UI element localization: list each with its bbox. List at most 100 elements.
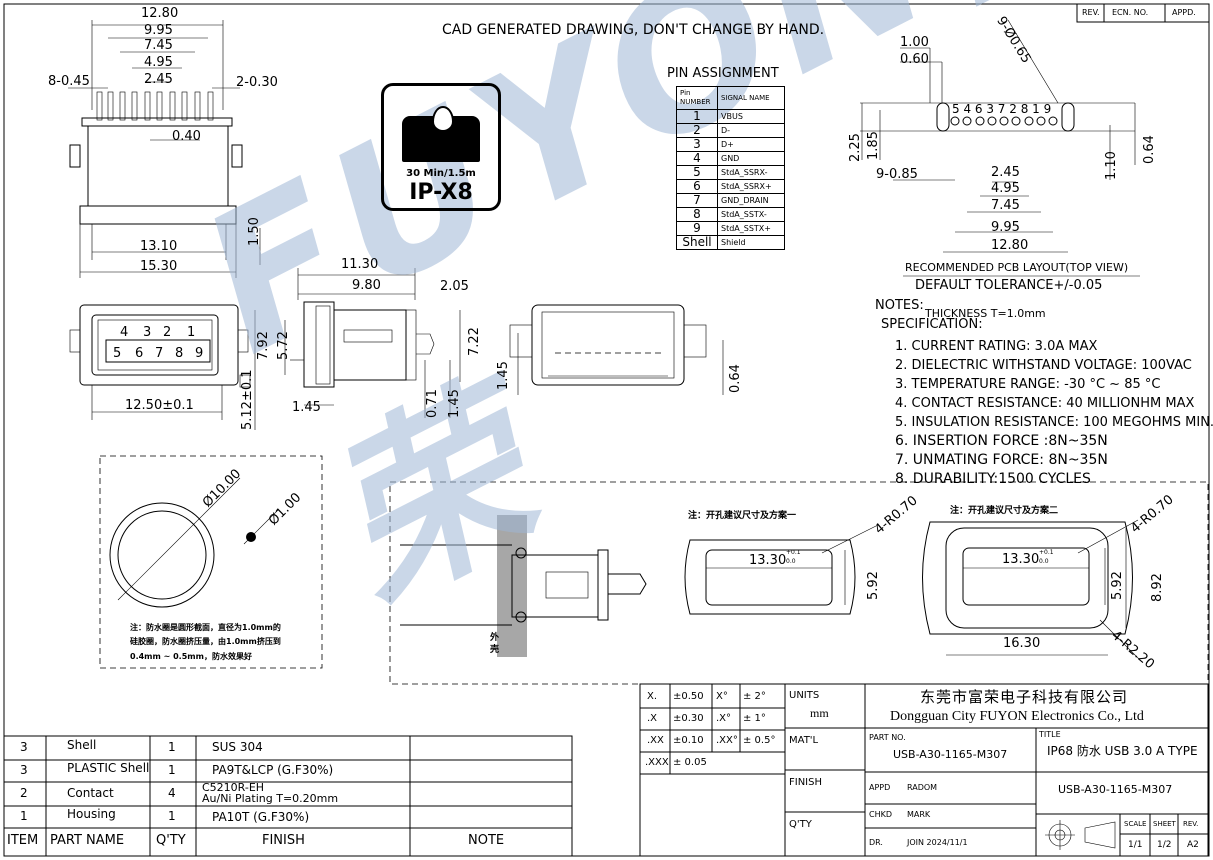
pin-table-header-pin: Pin NUMBER [676, 86, 718, 110]
ecn-col: ECN. NO. [1112, 8, 1149, 17]
scheme2-tol-dn: 0.0 [1039, 558, 1049, 565]
pcb-tolerance: DEFAULT TOLERANCE+/-0.05 [915, 278, 1103, 293]
pcb-title: RECOMMENDED PCB LAYOUT(TOP VIEW) [905, 261, 1129, 274]
matl-label: MAT'L [789, 735, 819, 746]
list-item: 2. DIELECTRIC WITHSTAND VOLTAGE: 100VAC [895, 358, 1192, 373]
scheme1-tol-dn: 0.0 [786, 558, 796, 565]
end-view [509, 304, 724, 395]
pcb-185: 1.85 [866, 131, 881, 160]
dim-top-495: 4.95 [144, 55, 173, 70]
scheme1-height: 5.92 [866, 571, 881, 600]
bom-finish-1: PA9T&LCP (G.F30%) [212, 763, 334, 777]
pcb-085: 9-0.85 [876, 167, 918, 182]
dim-040: 0.40 [172, 129, 201, 144]
scheme1-tol-up: +0.1 [786, 549, 801, 556]
pin-label-6: 6 [135, 346, 144, 361]
rev-label: REV. [1183, 820, 1199, 828]
badge-rating: 30 Min/1.5m [406, 168, 476, 179]
list-item: 8. DURABILITY:1500 CYCLES [895, 471, 1091, 487]
oring-note-2: 硅胶圈，防水圈挤压量，由1.0mm挤压到 [130, 637, 281, 646]
scheme2-title: 注：开孔建议尺寸及方案二 [950, 506, 1059, 516]
units-label: UNITS [789, 690, 820, 701]
bom-part-3: Housing [67, 807, 116, 821]
bom-part-2: Contact [67, 786, 114, 800]
dim-722: 7.22 [467, 327, 482, 356]
oring-note-3: 0.4mm ~ 0.5mm，防水效果好 [130, 652, 252, 661]
pcb-995: 9.95 [991, 220, 1020, 235]
part-no: USB-A30-1165-M307 [893, 748, 1008, 761]
pcb-745: 7.45 [991, 198, 1020, 213]
dim-205: 2.05 [440, 279, 469, 294]
bom-finish-3: PA10T (G.F30%) [212, 810, 310, 824]
bom-qty-3: 1 [168, 809, 176, 823]
list-item: 4. CONTACT RESISTANCE: 40 MILLIONHM MAX [895, 396, 1195, 411]
list-item: 1. CURRENT RATING: 3.0A MAX [895, 339, 1098, 354]
bom-header-item: ITEM [7, 833, 39, 848]
dr-value: JOIN 2024/11/1 [907, 838, 968, 847]
bom-finish-2b: Au/Ni Plating T=0.20mm [202, 792, 339, 805]
bom-item-0: 3 [20, 740, 28, 754]
side-view [290, 268, 461, 418]
appd-label: APPD [869, 783, 891, 792]
dim-145b: 1.45 [447, 389, 462, 418]
dim-end-064: 0.64 [728, 364, 743, 393]
dim-top-745: 7.45 [144, 38, 173, 53]
notes-spec: SPECIFICATION: [881, 317, 983, 332]
dim-pins-right: 2-0.30 [236, 75, 278, 90]
tol-a-3: .XXX [645, 757, 669, 768]
notes-heading: NOTES: [875, 298, 924, 313]
tol-c-1: .X° [716, 713, 732, 724]
bom-item-1: 3 [20, 763, 28, 777]
chkd-label: CHKD [869, 810, 893, 819]
bom-item-3: 1 [20, 809, 28, 823]
tol-c-2: .XX° [716, 735, 738, 746]
tol-d-0: ± 2° [743, 691, 766, 702]
pcb-layout [860, 19, 1140, 277]
tol-d-1: ± 1° [743, 713, 766, 724]
rev-col: REV. [1082, 8, 1100, 17]
scheme2-width: 13.30 [1002, 552, 1040, 567]
tol-d-2: ± 0.5° [743, 735, 776, 746]
spec-list: 1. CURRENT RATING: 3.0A MAX 2. DIELECTRI… [895, 337, 1213, 489]
sheet-value: 1/2 [1157, 840, 1172, 850]
tol-b-2: ±0.10 [673, 735, 704, 746]
dim-top-245: 2.45 [144, 72, 173, 87]
bom-part-1: PLASTIC Shell [67, 761, 150, 775]
shell-label-2: 壳 [490, 645, 500, 655]
oring-note-1: 注：防水圈是圆形截面，直径为1.0mm的 [130, 623, 281, 632]
pcb-064: 0.64 [1142, 135, 1157, 164]
dim-1310: 13.10 [140, 239, 178, 254]
bom-header-note: NOTE [468, 833, 505, 848]
bom-qty-2: 4 [168, 786, 176, 800]
dim-1530: 15.30 [140, 259, 178, 274]
pcb-100: 1.00 [900, 35, 929, 50]
list-item: 3. TEMPERATURE RANGE: -30 °C ~ 85 °C [895, 377, 1161, 392]
dim-980: 9.80 [352, 278, 381, 293]
bom-header-part: PART NAME [50, 833, 125, 848]
dim-top-1280: 12.80 [141, 6, 179, 21]
sheet-label: SHEET [1153, 820, 1176, 828]
list-item: 5. INSULATION RESISTANCE: 100 MEGOHMS MI… [895, 415, 1213, 430]
bom-qty-1: 1 [168, 763, 176, 777]
bom-qty-0: 1 [168, 740, 176, 754]
pcb-225: 2.25 [848, 133, 863, 162]
bom-part-0: Shell [67, 738, 97, 752]
ipx8-badge: 30 Min/1.5m IP-X8 [381, 83, 501, 211]
scale-value: 1/1 [1128, 840, 1143, 850]
chkd-value: MARK [907, 810, 931, 819]
dim-1250: 12.50±0.1 [125, 398, 194, 413]
rev-value: A2 [1187, 840, 1199, 850]
scheme2-height: 5.92 [1110, 571, 1125, 600]
dim-792: 7.92 [256, 331, 271, 360]
dim-071: 0.71 [425, 389, 440, 418]
tol-a-1: .X [647, 713, 658, 724]
list-item: 7. UNMATING FORCE: 8N~35N [895, 452, 1108, 468]
scheme1-width: 13.30 [749, 553, 787, 568]
shell-label-1: 外 [490, 633, 500, 643]
pcb-1280: 12.80 [991, 238, 1029, 253]
